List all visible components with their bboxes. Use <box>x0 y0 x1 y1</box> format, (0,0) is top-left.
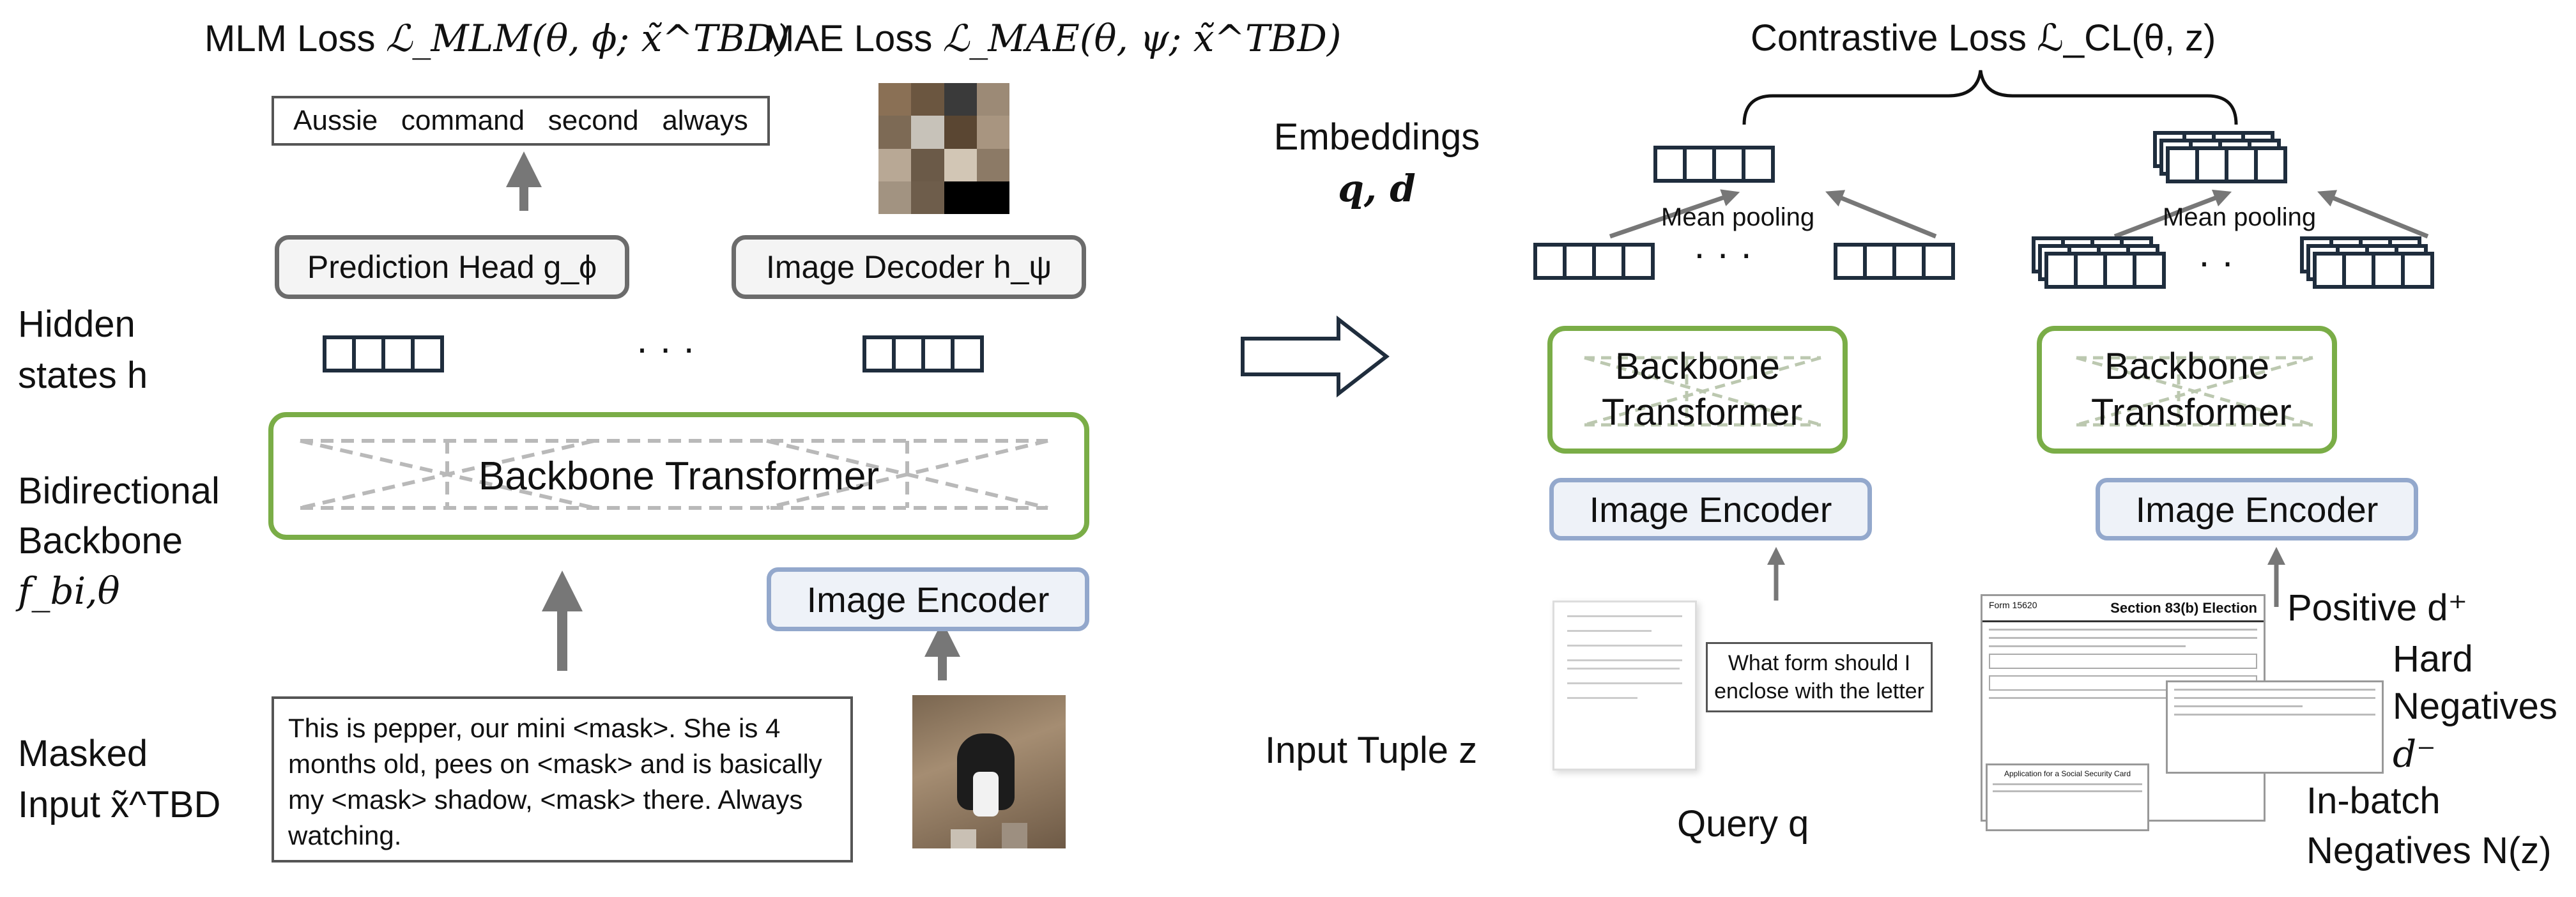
predicted-tokens-box: Aussie command second always <box>272 96 770 146</box>
backbone-transformer-query: Backbone Transformer <box>1547 326 1848 454</box>
query-token-ellipsis: · · · <box>1693 232 1753 275</box>
hidden-states-label: Hidden states h <box>18 303 148 396</box>
hidden-cell <box>381 335 415 372</box>
query-text-box: What form should I enclose with the lett… <box>1706 642 1933 712</box>
query-token-embeddings-a <box>1533 243 1655 280</box>
embedding-cell <box>1712 146 1745 183</box>
prediction-head-box: Prediction Head g_ϕ <box>275 235 629 299</box>
doc-token-ellipsis: · · <box>2198 240 2234 283</box>
query-embedding <box>1653 146 1775 183</box>
embeddings-label: Embeddings q, d <box>1273 116 1480 210</box>
hidden-ellipsis: · · · <box>636 326 696 369</box>
hidden-cell <box>411 335 444 372</box>
embedding-cell <box>1683 146 1716 183</box>
document-embeddings-stack <box>2153 131 2287 188</box>
hard-negatives-label: Hard Negatives d⁻ <box>2393 638 2557 776</box>
embedding-cell <box>1653 146 1687 183</box>
hidden-cell <box>921 335 954 372</box>
reconstructed-image <box>878 83 1009 214</box>
mae-loss-title: MAE Loss ℒ_MAE(θ, ψ; x̃^TBD) <box>763 17 1342 60</box>
contrastive-loss-title: Contrastive Loss ℒ_CL(θ, z) <box>1751 17 2216 59</box>
positive-label: Positive d⁺ <box>2287 587 2468 629</box>
contrastive-brace <box>1742 70 2238 125</box>
backbone-wiring-right-2 <box>2076 356 2313 427</box>
document-embedding <box>2166 146 2287 183</box>
masked-input-label: Masked Input x̃^TBD <box>18 733 221 825</box>
hidden-state-vector-2 <box>862 335 984 372</box>
input-tuple-label: Input Tuple z <box>1265 730 1478 771</box>
hidden-cell <box>352 335 385 372</box>
embedding-cell <box>1742 146 1775 183</box>
backbone-wiring-right-1 <box>1584 356 1821 427</box>
doc-token-embeddings-b <box>2300 236 2447 300</box>
hidden-cell <box>323 335 356 372</box>
backbone-wiring-left <box>300 439 1048 510</box>
transition-arrow <box>1241 315 1390 398</box>
letter-document-thumbnail <box>1552 601 1697 770</box>
image-encoder-query: Image Encoder <box>1549 478 1872 540</box>
hidden-state-vector-1 <box>323 335 444 372</box>
inbatch-negative-thumbnail: Application for a Social Security Card <box>1986 763 2149 831</box>
backbone-transformer-doc: Backbone Transformer <box>2037 326 2337 454</box>
mean-pooling-label-1: Mean pooling <box>1661 203 1815 231</box>
bidirectional-backbone-label: Bidirectional Backbone f_bi,θ <box>18 470 220 613</box>
hidden-cell <box>862 335 896 372</box>
hard-negative-thumbnail <box>2166 680 2384 774</box>
masked-dog-image <box>912 695 1066 848</box>
doc-token-embeddings-a <box>2032 236 2179 300</box>
query-label: Query q <box>1677 803 1809 845</box>
backbone-transformer-left: Backbone Transformer <box>268 412 1089 540</box>
hidden-cell <box>951 335 984 372</box>
image-decoder-box: Image Decoder h_ψ <box>732 235 1086 299</box>
query-token-embeddings-b <box>1834 243 1955 280</box>
inbatch-negatives-label: In-batch Negatives N(z) <box>2306 780 2552 871</box>
image-encoder-left: Image Encoder <box>767 567 1089 631</box>
image-encoder-doc: Image Encoder <box>2096 478 2418 540</box>
hidden-cell <box>892 335 925 372</box>
mean-pooling-label-2: Mean pooling <box>2163 203 2317 231</box>
mlm-loss-title: MLM Loss ℒ_MLM(θ, ϕ; x̃^TBD) <box>204 17 790 60</box>
masked-text-box: This is pepper, our mini <mask>. She is … <box>272 696 853 862</box>
